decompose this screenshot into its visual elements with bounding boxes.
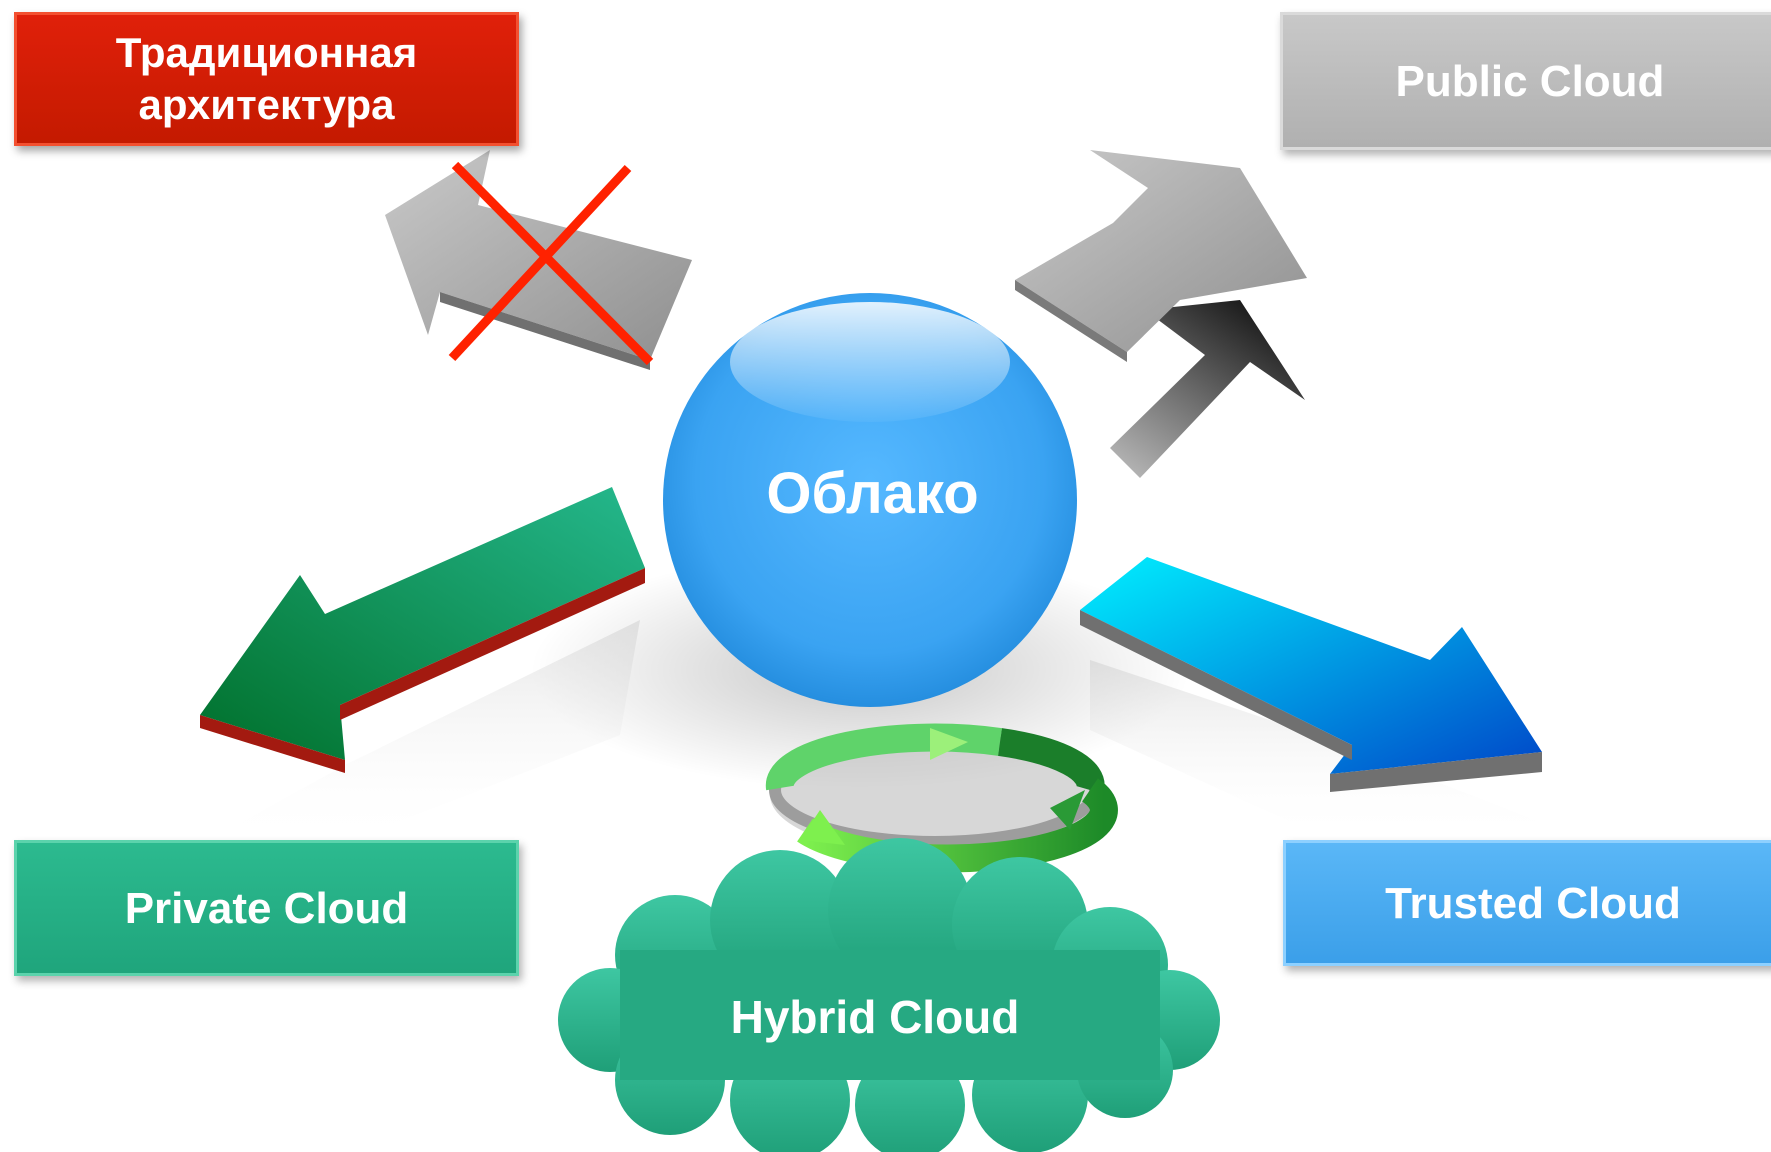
private-arrow-edge-front (200, 715, 345, 773)
cloud-center-label: Облако (766, 461, 979, 526)
trusted-cloud-box: Trusted Cloud (1283, 840, 1771, 966)
trusted-arrow-edge-front (1330, 752, 1542, 792)
private-cloud-box: Private Cloud (14, 840, 519, 976)
public-arrow-body (1015, 150, 1307, 352)
private-arrow-edge-side (340, 568, 645, 720)
hybrid-cloud-shape (558, 838, 1220, 1152)
public-cloud-arrow (1015, 150, 1307, 478)
trusted-cloud-label: Trusted Cloud (1385, 878, 1681, 928)
private-cloud-label: Private Cloud (124, 883, 409, 933)
trusted-arrow-edge-side (1080, 610, 1352, 760)
hybrid-cloud-label: Hybrid Cloud (730, 991, 1020, 1043)
traditional-arrow (385, 150, 692, 370)
private-arrow-reflection (200, 620, 640, 845)
private-cloud-arrow (200, 487, 645, 773)
reject-cross-icon (448, 161, 654, 366)
public-arrow-edge (1015, 280, 1127, 362)
trusted-arrow-reflection (1090, 660, 1560, 840)
private-arrow-body (200, 487, 645, 760)
trusted-arrow-body (1080, 557, 1542, 774)
public-cloud-label: Public Cloud (1395, 56, 1665, 106)
cloud-sphere (663, 293, 1077, 707)
trusted-cloud-arrow (1080, 557, 1542, 792)
cycle-arrows-icon (765, 723, 1118, 873)
sphere-highlight (730, 302, 1010, 422)
public-cloud-box: Public Cloud (1280, 12, 1771, 150)
public-arrow-shadow (1050, 300, 1305, 478)
